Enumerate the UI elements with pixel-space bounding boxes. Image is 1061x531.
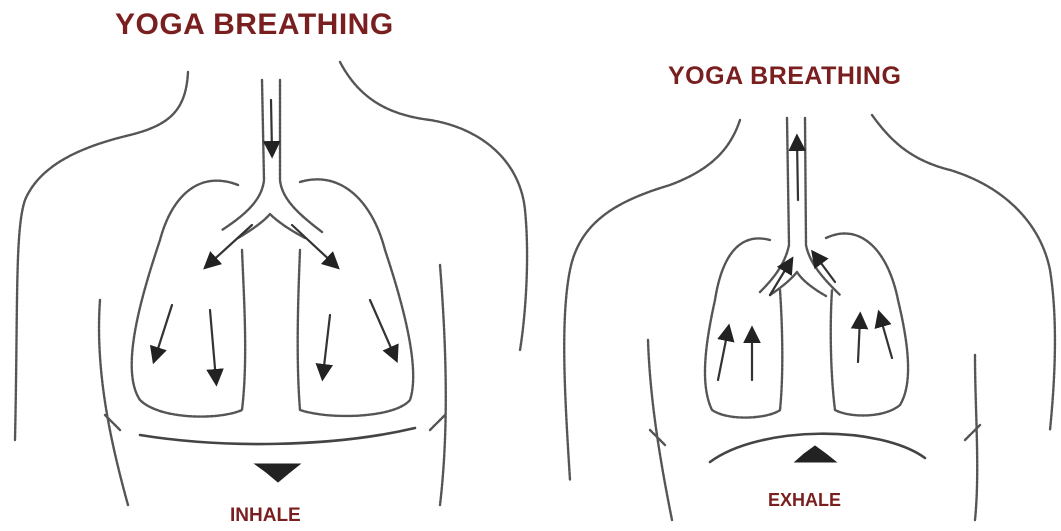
exhale-right-shoulder (872, 115, 1055, 430)
inhale-left-waist-inner (105, 415, 120, 430)
inhale-trachea-right (280, 80, 322, 232)
inhale-bronchus-arrow-right-icon (292, 225, 335, 265)
inhale-right-lung (298, 179, 413, 416)
inhale-bronchus-arrow-left-icon (208, 225, 252, 265)
exhale-bronchi (770, 272, 826, 296)
inhale-diaphragm (140, 428, 415, 444)
inhale-trachea-arrow-down-icon (271, 100, 272, 152)
exhale-lung-arrow-3-icon (858, 318, 860, 362)
exhale-torso (564, 115, 1055, 520)
exhale-right-lung (826, 233, 908, 415)
inhale-right-shoulder (340, 62, 527, 350)
exhale-right-waist (975, 355, 977, 520)
exhale-left-shoulder (564, 120, 740, 480)
inhale-lung-arrow-1-icon (155, 305, 172, 358)
exhale-trachea-arrow-up-icon (797, 140, 798, 200)
inhale-right-waist-inner (430, 415, 445, 430)
exhale-lung-arrow-1-icon (718, 330, 728, 380)
inhale-torso (15, 62, 527, 505)
inhale-left-lung (132, 181, 245, 417)
inhale-bronchi (238, 214, 305, 238)
inhale-right-waist (440, 265, 446, 505)
exhale-diaphragm-arrow-up-icon (795, 446, 836, 462)
exhale-trachea-left (760, 118, 789, 292)
exhale-left-lung (705, 238, 782, 417)
inhale-diaphragm-arrow-down-icon (255, 464, 300, 482)
inhale-lung-arrow-4-icon (370, 300, 395, 357)
exhale-trachea-right (805, 118, 840, 295)
inhale-lung-arrow-2-icon (210, 310, 216, 380)
inhale-lung-arrow-3-icon (323, 315, 330, 375)
inhale-trachea-left (222, 80, 264, 230)
inhale-left-waist (99, 300, 128, 505)
exhale-lung-arrow-4-icon (880, 316, 892, 358)
